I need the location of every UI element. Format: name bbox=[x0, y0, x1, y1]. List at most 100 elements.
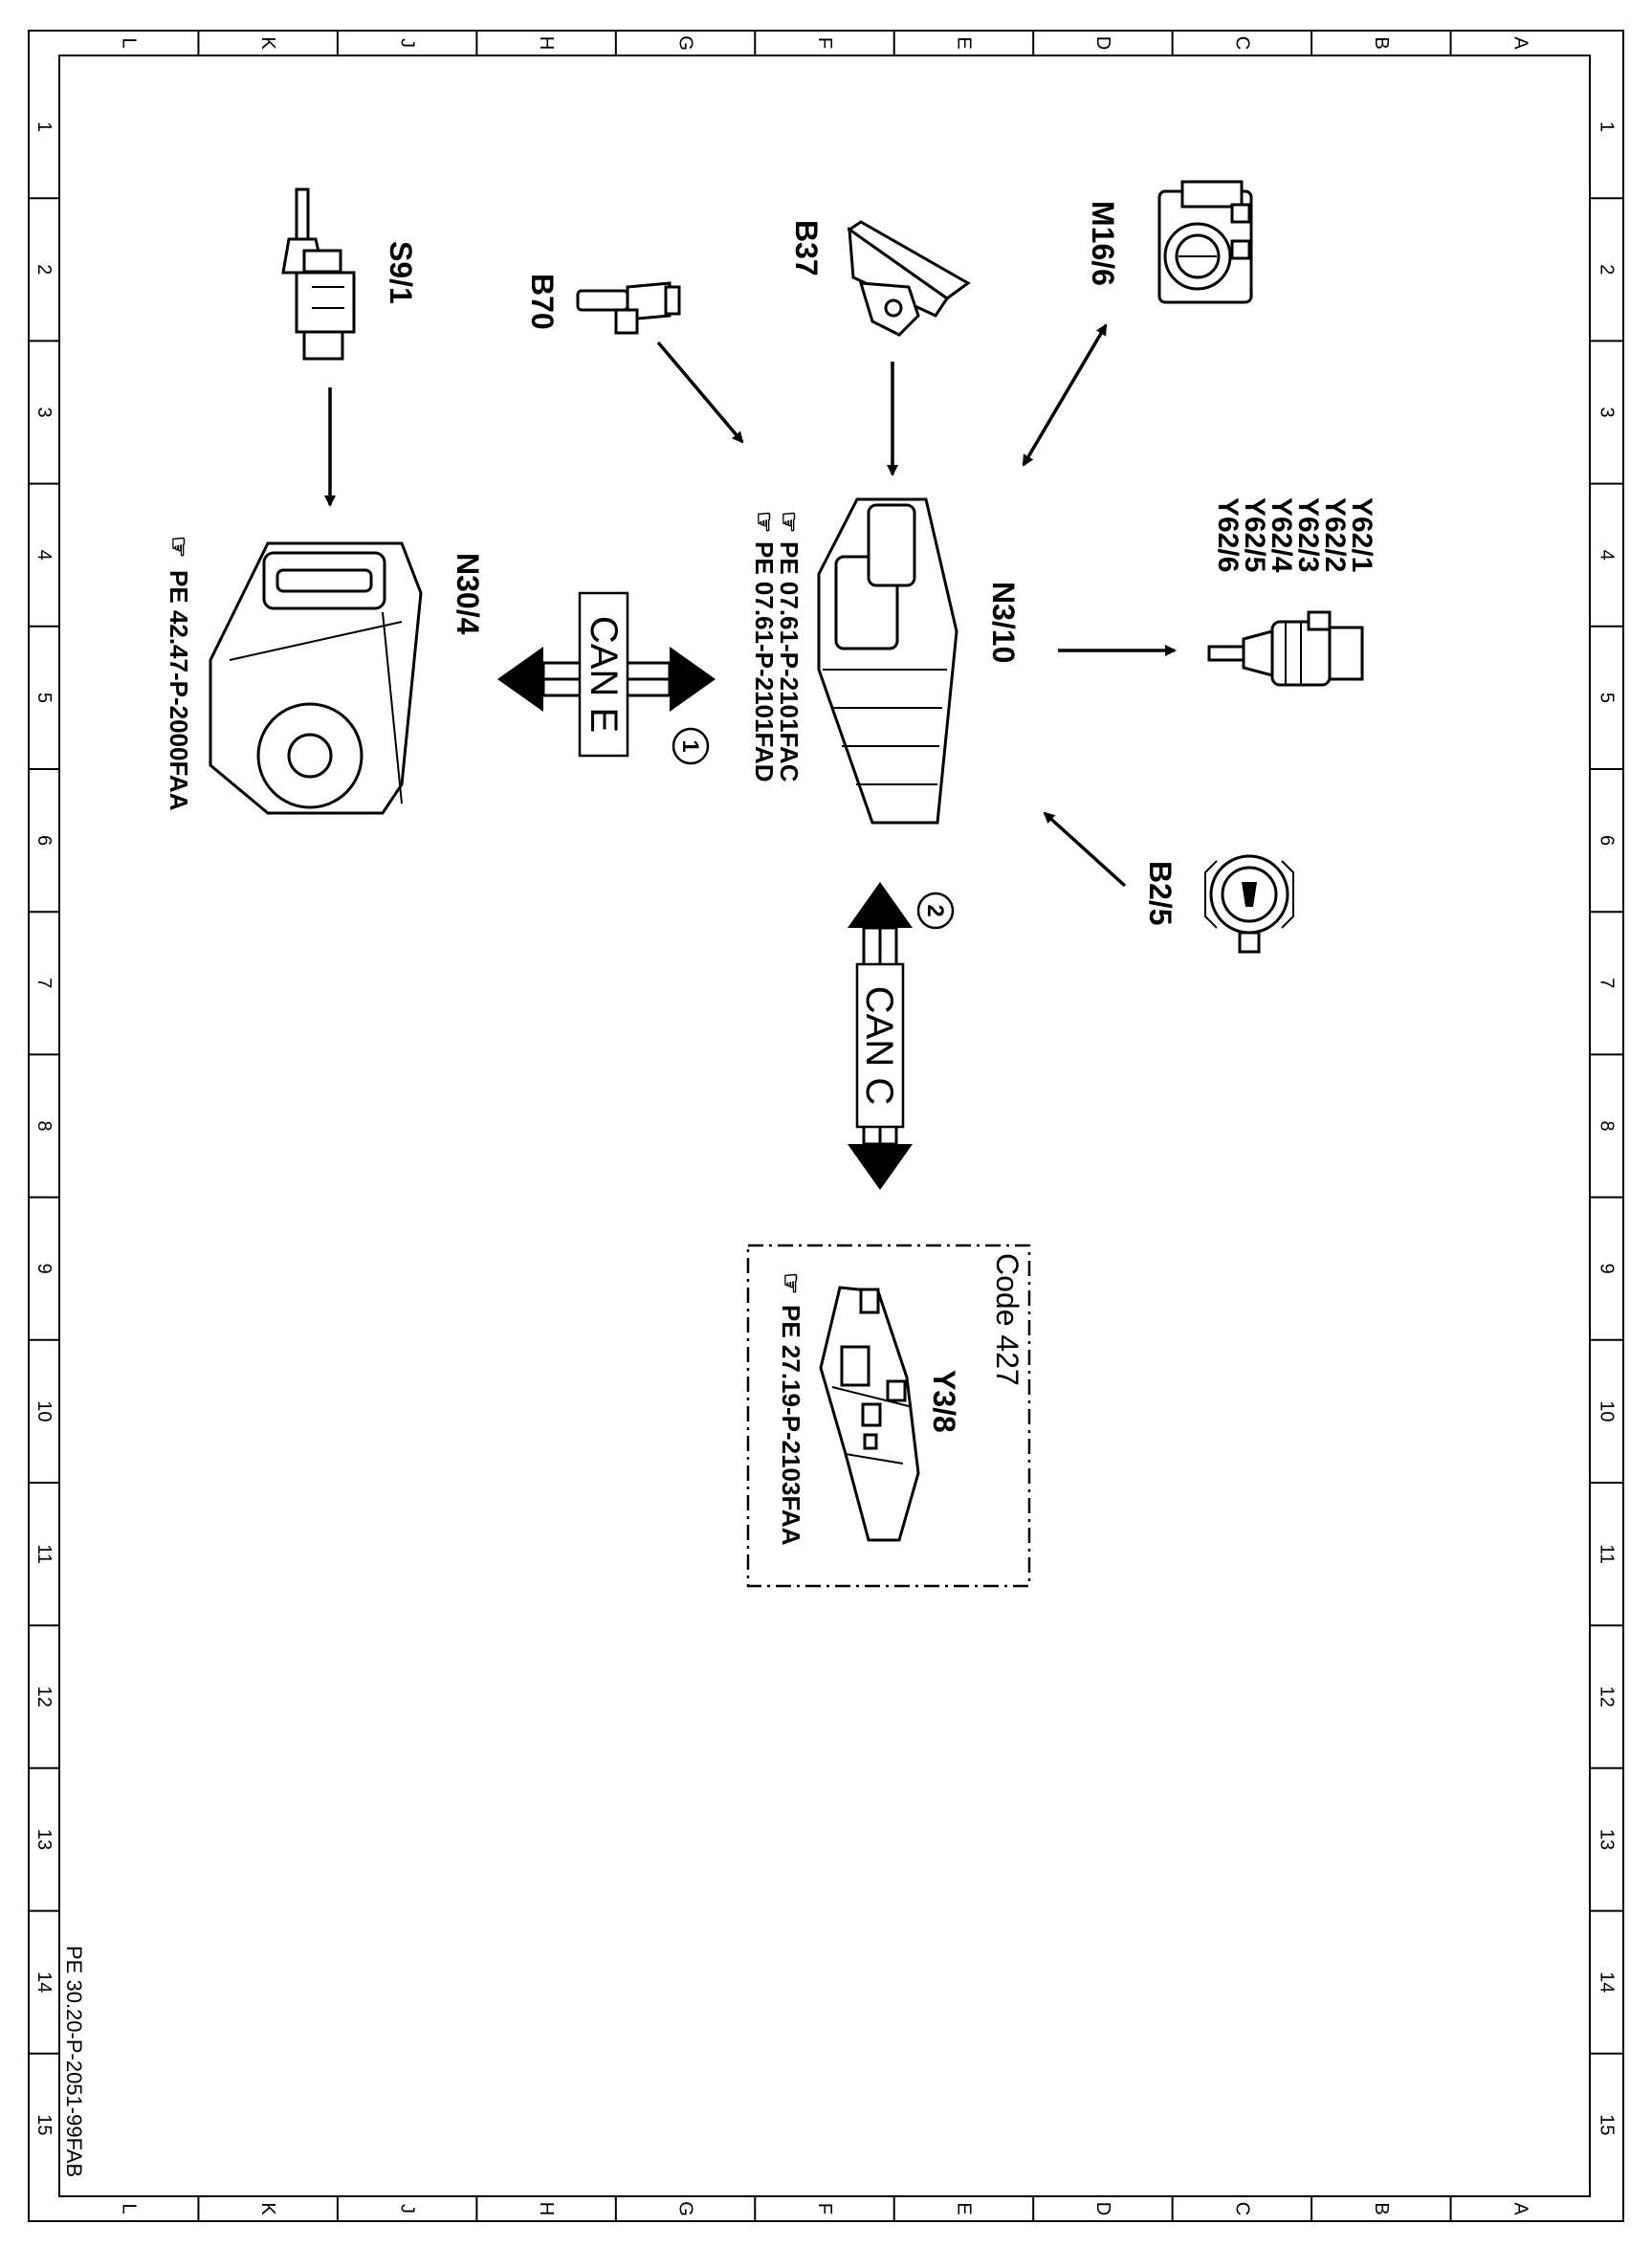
grid-number-left: 7 bbox=[33, 978, 55, 988]
y3-8-ref-text: PE 27.19-P-2103FAA bbox=[777, 1305, 805, 1546]
s9-1-switch-drawing bbox=[281, 187, 356, 361]
y62-2-label: Y62/2 bbox=[1319, 497, 1351, 572]
arrow-n3-10-m16-6-bidirectional bbox=[1022, 323, 1108, 467]
grid-number-left: 12 bbox=[33, 1686, 55, 1707]
can-c-number: 2 bbox=[922, 904, 948, 916]
b37-pedal-sensor-drawing bbox=[847, 220, 971, 337]
grid-number-left: 11 bbox=[33, 1544, 55, 1564]
grid-letter-top: H bbox=[536, 36, 557, 50]
grid-number-left: 8 bbox=[33, 1120, 55, 1131]
grid-letter-bottom: F bbox=[814, 2203, 835, 2214]
grid-number-right: 8 bbox=[1597, 1120, 1618, 1131]
n3-10-ref1-icon: ☞ bbox=[775, 511, 804, 533]
grid-number-left: 9 bbox=[33, 1264, 55, 1274]
grid-number-left: 5 bbox=[33, 693, 55, 703]
grid-number-left: 14 bbox=[33, 1972, 55, 1993]
n3-10-label: N3/10 bbox=[986, 582, 1021, 663]
grid-number-right: 10 bbox=[1597, 1400, 1618, 1421]
can-c-label: CAN C bbox=[858, 986, 900, 1105]
code-427-title: Code 427 bbox=[990, 1253, 1024, 1386]
y62-labels: Y62/1 Y62/2 Y62/3 Y62/4 Y62/5 Y62/6 bbox=[1212, 497, 1377, 573]
y62-injector-drawing bbox=[1207, 610, 1364, 687]
can-e-number-circle bbox=[672, 727, 710, 765]
n3-10-references: ☞ PE 07.61-P-2101FAC ☞ PE 07.61-P-2101FA… bbox=[750, 511, 804, 782]
grid-number-right: 13 bbox=[1597, 1829, 1618, 1850]
n3-10-engine-ecu-drawing bbox=[817, 497, 958, 825]
grid-ticks bbox=[29, 31, 1623, 2221]
grid-number-left: 13 bbox=[33, 1829, 55, 1850]
grid-number-right: 7 bbox=[1597, 978, 1618, 988]
y3-8-valve-body-drawing bbox=[819, 1286, 920, 1542]
b70-sensor-drawing bbox=[576, 281, 681, 335]
grid-number-right: 15 bbox=[1597, 2114, 1618, 2135]
grid-number-right: 4 bbox=[1597, 550, 1618, 561]
grid-number-right: 1 bbox=[1597, 121, 1618, 132]
grid-letter-top: A bbox=[1509, 36, 1531, 50]
grid-letter-bottom: L bbox=[119, 2203, 140, 2214]
grid-number-right: 5 bbox=[1597, 693, 1618, 703]
grid-letter-bottom: K bbox=[257, 2202, 278, 2215]
grid-number-left: 2 bbox=[33, 264, 55, 275]
y3-8-label: Y3/8 bbox=[927, 1370, 961, 1433]
can-c-bus-arrow bbox=[848, 882, 913, 1190]
grid-number-left: 4 bbox=[33, 550, 55, 561]
y3-8-ref-icon: ☞ bbox=[777, 1272, 805, 1294]
n3-10-ref2-text: PE 07.61-P-2101FAD bbox=[750, 541, 779, 782]
grid-number-left: 1 bbox=[33, 121, 55, 132]
y62-6-label: Y62/6 bbox=[1212, 497, 1244, 572]
b37-label: B37 bbox=[789, 220, 824, 276]
inner-frame bbox=[58, 55, 1591, 2197]
y62-5-label: Y62/5 bbox=[1239, 497, 1270, 572]
grid-letter-bottom: A bbox=[1509, 2202, 1531, 2215]
grid-number-left: 15 bbox=[33, 2114, 55, 2135]
b2-5-sensor-drawing bbox=[1204, 854, 1294, 954]
n3-10-ref2-icon: ☞ bbox=[750, 511, 779, 533]
grid-letter-bottom: B bbox=[1371, 2202, 1392, 2214]
can-c-number-circle bbox=[916, 892, 955, 930]
grid-letter-top: C bbox=[1231, 36, 1252, 50]
grid-number-right: 11 bbox=[1597, 1544, 1618, 1564]
n30-4-reference: ☞ PE 42.47-P-2000FAA bbox=[165, 536, 193, 811]
grid-letter-top: E bbox=[953, 36, 974, 49]
b70-label: B70 bbox=[525, 274, 560, 330]
m16-6-label: M16/6 bbox=[1086, 201, 1120, 286]
n3-10-ref1-text: PE 07.61-P-2101FAC bbox=[775, 541, 804, 782]
n30-4-esp-unit-drawing bbox=[209, 541, 423, 815]
grid-letter-top: J bbox=[397, 38, 418, 48]
y62-4-label: Y62/4 bbox=[1266, 497, 1297, 573]
y62-1-label: Y62/1 bbox=[1346, 497, 1377, 572]
arrow-b2-5-to-n3-10 bbox=[1043, 811, 1127, 888]
grid-number-right: 6 bbox=[1597, 835, 1618, 846]
grid-number-right: 14 bbox=[1597, 1972, 1618, 1993]
grid-letter-bottom: J bbox=[397, 2204, 418, 2214]
y62-3-label: Y62/3 bbox=[1292, 497, 1324, 572]
n30-4-ref-text: PE 42.47-P-2000FAA bbox=[165, 570, 193, 811]
m16-6-throttle-drawing bbox=[1157, 180, 1253, 304]
can-e-number: 1 bbox=[677, 739, 703, 752]
grid-letter-top: L bbox=[119, 37, 140, 48]
grid-number-right: 12 bbox=[1597, 1686, 1618, 1707]
n30-4-ref-icon: ☞ bbox=[165, 536, 193, 558]
grid-number-right: 3 bbox=[1597, 407, 1618, 417]
document-number: PE 30.20-P-2051-99FAB bbox=[62, 1946, 86, 2177]
code-427-box bbox=[746, 1244, 1031, 1588]
grid-number-left: 6 bbox=[33, 835, 55, 846]
grid-number-right: 9 bbox=[1597, 1264, 1618, 1274]
grid-letter-top: B bbox=[1371, 36, 1392, 49]
grid-number-left: 3 bbox=[33, 407, 55, 417]
grid-letter-bottom: E bbox=[953, 2202, 974, 2214]
grid-number-right: 2 bbox=[1597, 264, 1618, 275]
grid-letter-bottom: C bbox=[1231, 2202, 1252, 2215]
grid-letter-top: G bbox=[675, 35, 696, 51]
grid-letter-top: D bbox=[1092, 36, 1113, 50]
grid-letter-bottom: G bbox=[675, 2201, 696, 2216]
outer-frame bbox=[28, 30, 1624, 2222]
grid-letter-top: K bbox=[257, 36, 278, 50]
grid-letter-top: F bbox=[814, 37, 835, 49]
grid-letter-bottom: H bbox=[536, 2202, 557, 2215]
can-e-label: CAN E bbox=[583, 616, 625, 733]
arrow-b70-to-n3-10 bbox=[656, 341, 744, 444]
y3-8-reference: ☞ PE 27.19-P-2103FAA bbox=[777, 1272, 805, 1546]
b2-5-label: B2/5 bbox=[1143, 861, 1178, 926]
